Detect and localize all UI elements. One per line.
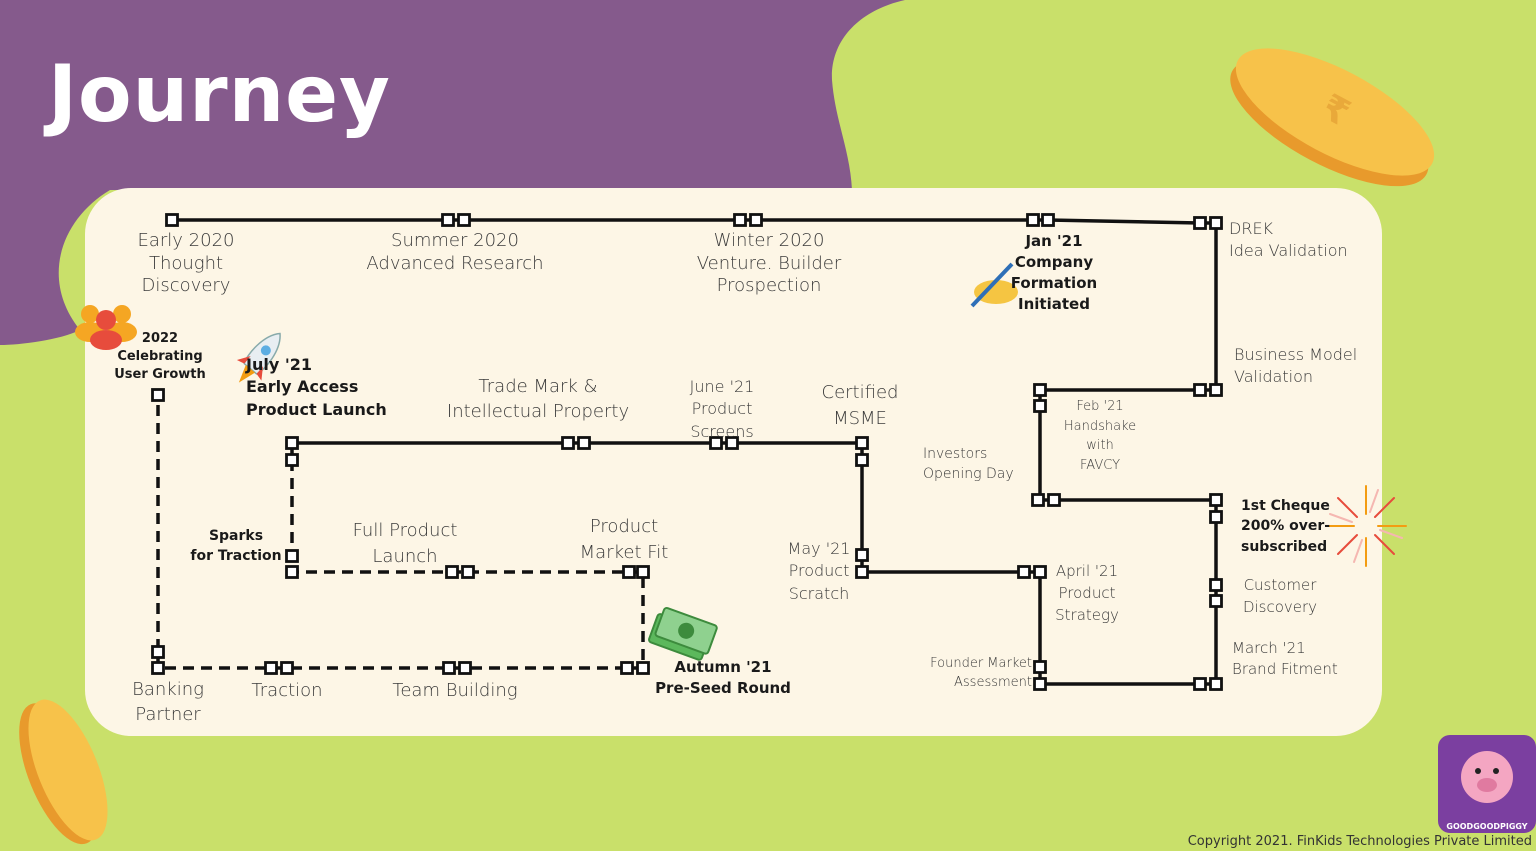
timeline-node [561, 436, 575, 450]
timeline-node [1193, 216, 1207, 230]
timeline-node [1209, 383, 1223, 397]
milestone-first-cheque: 1st Cheque 200% over- subscribed [1241, 498, 1331, 555]
milestone-sparks: Sparks for Traction [190, 528, 282, 565]
milestone-april-21: April '21 Product Strategy [1055, 562, 1119, 624]
coin-top-right: ₹ [1230, 48, 1435, 187]
milestone-feb-21: Feb '21 Handshake with FAVCY [1063, 399, 1137, 473]
timeline-node [285, 549, 299, 563]
timeline-node [285, 436, 299, 450]
milestone-team-building: Team Building [392, 680, 518, 701]
timeline-node [620, 661, 634, 675]
timeline-node [1041, 213, 1055, 227]
timeline-node [1209, 493, 1223, 507]
timeline-node [441, 213, 455, 227]
timeline-node [855, 548, 869, 562]
milestone-customer-discovery: Customer Discovery [1242, 576, 1318, 616]
milestone-autumn-21: Autumn '21 Pre-Seed Round [655, 658, 791, 697]
fireworks-icon [1325, 485, 1407, 567]
milestone-winter-2020: Winter 2020 Venture. Builder Prospection [696, 230, 842, 296]
timeline-node [165, 213, 179, 227]
milestone-certified-msme: Certified MSME [821, 382, 899, 430]
timeline-node [1033, 383, 1047, 397]
milestone-banking: Banking Partner [132, 679, 204, 726]
milestone-early-2020: Early 2020 Thought Discovery [137, 230, 235, 296]
timeline-node [1209, 677, 1223, 691]
milestone-jan-21: Jan '21 Company Formation Initiated [1010, 232, 1098, 313]
timeline-node [622, 565, 636, 579]
coin-bottom-left [19, 699, 108, 845]
timeline-node [442, 661, 456, 675]
timeline-node [733, 213, 747, 227]
milestone-june-21: June '21 Product Screens [689, 377, 755, 441]
timeline-node [636, 565, 650, 579]
timeline-node [1209, 594, 1223, 608]
people-icon [75, 305, 137, 350]
timeline-node [264, 661, 278, 675]
milestone-trademark: Trade Mark & Intellectual Property [446, 376, 630, 423]
milestone-may-21: May '21 Product Scratch [787, 539, 851, 603]
piggy-logo-icon: GOODGOODPIGGY [1438, 735, 1536, 833]
timeline-node [1033, 660, 1047, 674]
milestone-business-model: Business Model Validation [1234, 345, 1358, 387]
milestone-founder-market: Founder Market Assessment [930, 656, 1032, 690]
timeline-node [285, 453, 299, 467]
timeline-node [1031, 493, 1045, 507]
brand-logo-text: GOODGOODPIGGY [1446, 822, 1527, 831]
timeline-node [855, 453, 869, 467]
timeline-node [855, 436, 869, 450]
signing-hand-icon [970, 262, 1018, 308]
timeline-node [458, 661, 472, 675]
timeline-node [1209, 216, 1223, 230]
timeline-node [636, 661, 650, 675]
timeline-node [461, 565, 475, 579]
timeline-node [709, 436, 723, 450]
milestone-march-21: March '21 Brand Fitment [1232, 639, 1338, 678]
timeline-node [1047, 493, 1061, 507]
copyright-text: Copyright 2021. FinKids Technologies Pri… [1187, 834, 1532, 849]
milestone-july-21: July '21 Early Access Product Launch [246, 355, 387, 419]
timeline-node [445, 565, 459, 579]
timeline-node [1026, 213, 1040, 227]
timeline-card [85, 188, 1382, 736]
milestone-summer-2020: Summer 2020 Advanced Research [366, 230, 544, 274]
timeline-node [285, 565, 299, 579]
timeline-node [151, 661, 165, 675]
timeline-node [725, 436, 739, 450]
timeline-node [1033, 677, 1047, 691]
rocket-icon [236, 332, 281, 383]
milestone-traction: Traction [251, 680, 323, 701]
milestone-investors-day: Investors Opening Day [923, 446, 1014, 483]
timeline-node [1209, 510, 1223, 524]
timeline-node [151, 388, 165, 402]
cash-icon [648, 606, 718, 661]
timeline-node [280, 661, 294, 675]
timeline-node [1209, 578, 1223, 592]
milestone-pmf: Product Market Fit [579, 516, 669, 564]
timeline-node [1017, 565, 1031, 579]
milestone-drek: DREK Idea Validation [1229, 219, 1348, 261]
milestone-full-launch: Full Product Launch [352, 520, 458, 568]
timeline-node [151, 645, 165, 659]
timeline-node [749, 213, 763, 227]
timeline-node [1193, 383, 1207, 397]
timeline-nodes [151, 213, 1223, 691]
timeline-node [1033, 399, 1047, 413]
timeline-node [1033, 565, 1047, 579]
timeline-node [457, 213, 471, 227]
purple-background-blob [0, 0, 905, 345]
timeline-node [577, 436, 591, 450]
timeline-node [1193, 677, 1207, 691]
milestone-2022: 2022 Celebrating User Growth [114, 331, 206, 383]
timeline-node [855, 565, 869, 579]
page-title: Journey [48, 50, 391, 140]
